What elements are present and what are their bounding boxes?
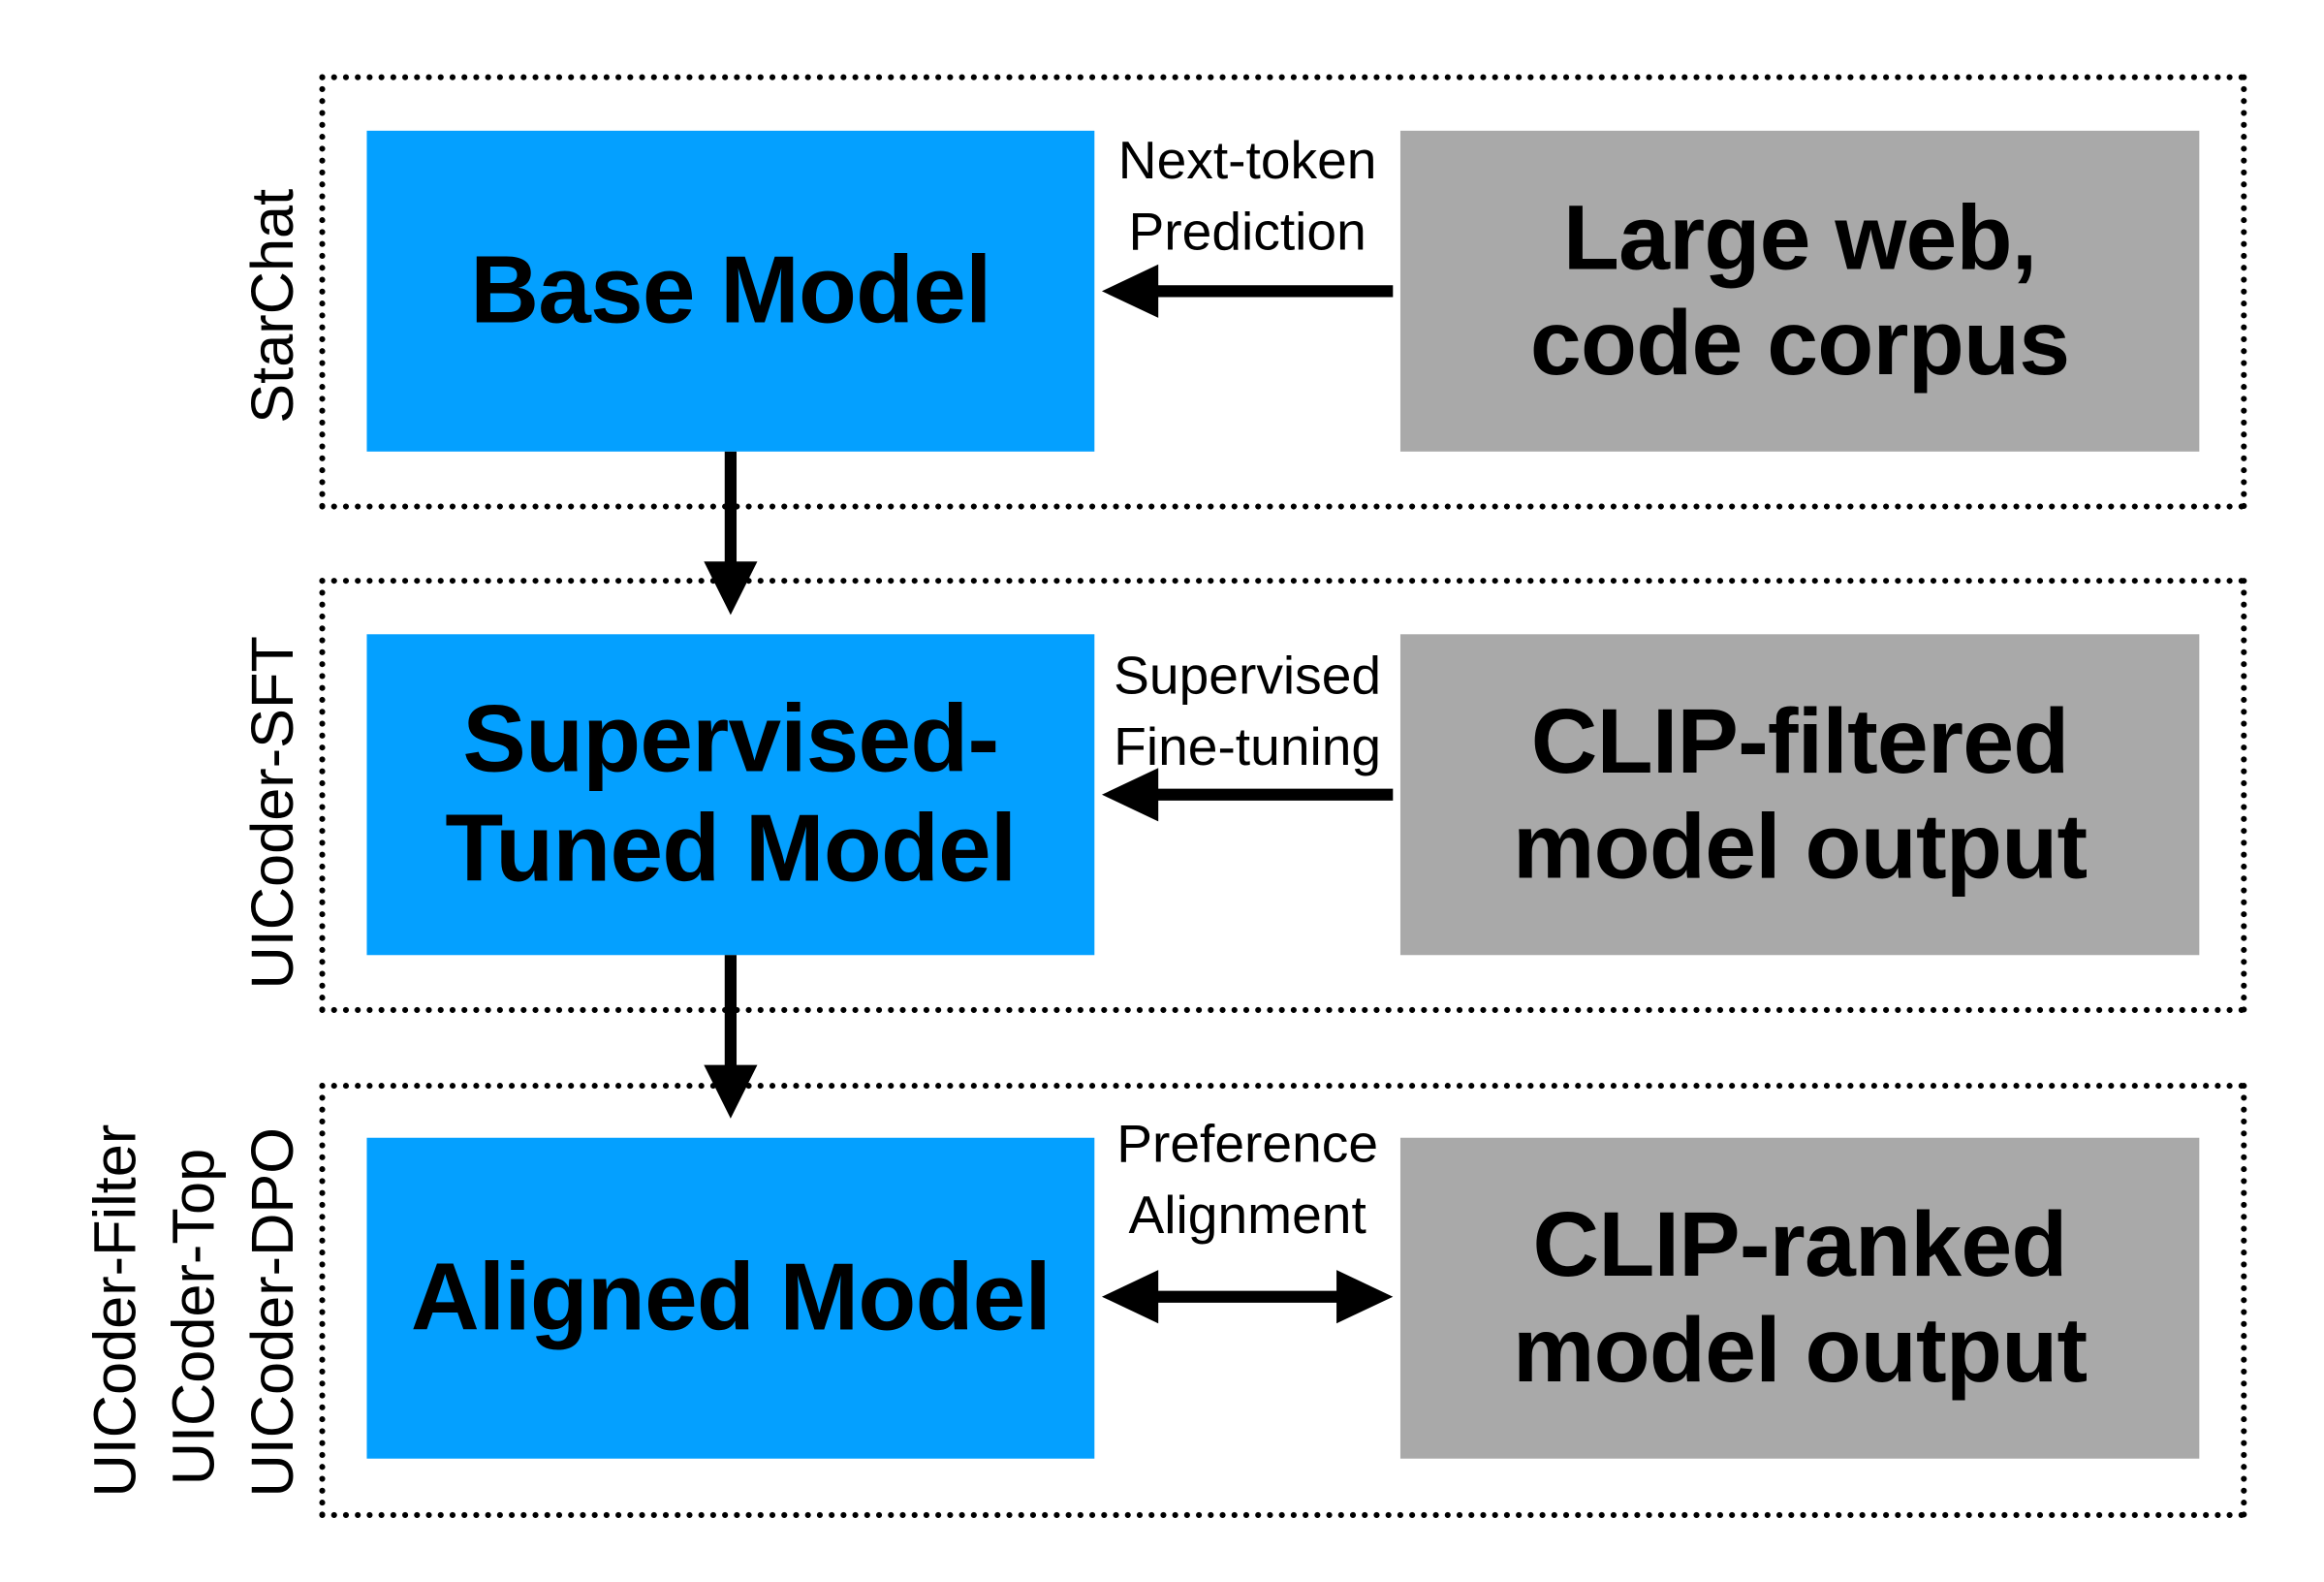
clip-ranked-label-line-1: CLIP-ranked (1532, 1193, 2068, 1297)
next-token-prediction-label: Next-token Prediction (1099, 125, 1396, 268)
stage-group-uicoder-sft (319, 578, 2247, 1014)
double-arrow-preference (1101, 1270, 1394, 1324)
web-corpus-label-line-1: Large web, (1562, 186, 2037, 290)
stage-group-starchat (319, 74, 2247, 510)
web-corpus-label-line-2: code corpus (1529, 292, 2070, 396)
preference-alignment-label: Preference Alignment (1099, 1108, 1396, 1250)
edge-label-line-1: Supervised (1114, 645, 1382, 706)
edge-label-line-1: Next-token (1117, 129, 1377, 191)
clip-filtered-box: CLIP-filtered model output (1399, 634, 2200, 956)
edge-label-line-2: Alignment (1128, 1184, 1366, 1246)
clip-ranked-label-line-2: model output (1512, 1299, 2088, 1403)
supervised-tuned-label-line-1: Supervised- (462, 685, 999, 793)
base-model-box: Base Model (366, 130, 1095, 452)
aligned-model-label: Aligned Model (410, 1243, 1052, 1351)
left-arrow-fine-tuning (1101, 768, 1394, 822)
stage-group-aligned (319, 1083, 2247, 1519)
edge-label-line-2: Fine-tuning (1114, 715, 1382, 777)
down-arrow-supervised-to-aligned (704, 955, 758, 1119)
web-corpus-box: Large web, code corpus (1399, 130, 2200, 452)
clip-ranked-box: CLIP-ranked model output (1399, 1137, 2200, 1459)
aligned-model-box: Aligned Model (366, 1137, 1095, 1459)
clip-filtered-label-line-2: model output (1512, 796, 2088, 900)
supervised-fine-tuning-label: Supervised Fine-tuning (1099, 640, 1396, 782)
edge-label-line-1: Preference (1116, 1112, 1379, 1174)
edge-label-line-2: Prediction (1128, 200, 1366, 262)
left-arrow-next-token (1101, 264, 1394, 318)
supervised-tuned-label-line-2: Tuned Model (445, 794, 1017, 902)
supervised-tuned-model-box: Supervised- Tuned Model (366, 634, 1095, 956)
clip-filtered-label-line-1: CLIP-filtered (1530, 690, 2070, 793)
down-arrow-base-to-supervised (704, 451, 758, 616)
base-model-label: Base Model (470, 236, 991, 344)
